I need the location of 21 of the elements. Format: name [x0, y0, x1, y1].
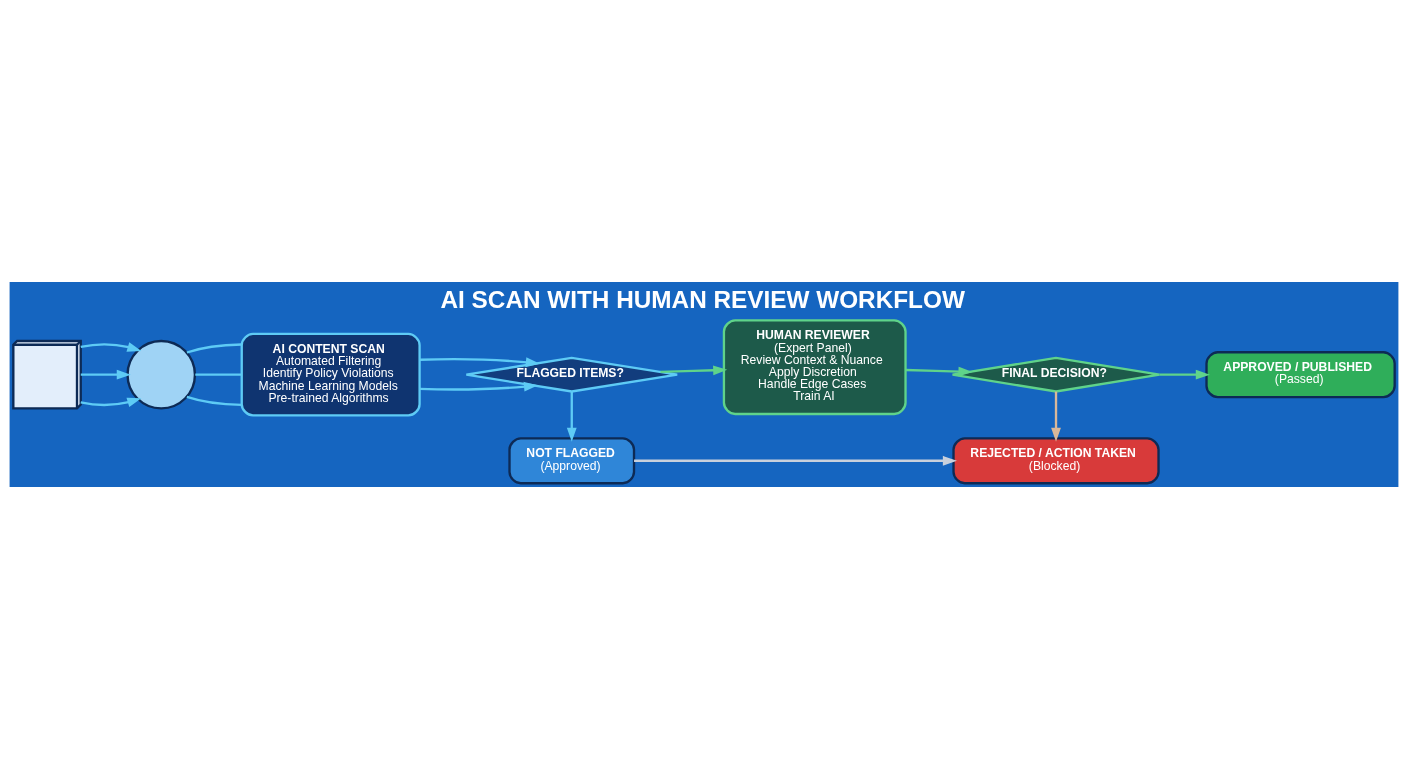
- arrow: [660, 364, 728, 375]
- connector: [195, 373, 242, 376]
- arrow: [419, 356, 540, 367]
- connector: [186, 342, 242, 354]
- arrow: [905, 366, 973, 377]
- node-box: REJECTED / ACTION TAKEN (Blocked): [952, 436, 1160, 484]
- arrow: [1159, 369, 1210, 380]
- arrow: [634, 455, 957, 466]
- arrow: [80, 369, 131, 380]
- node-diamond: FINAL DECISION?: [951, 356, 1161, 393]
- diagram-title: AI SCAN WITH HUMAN REVIEW WORKFLOW: [440, 285, 965, 313]
- node-box: NOT FLAGGED (Approved): [508, 436, 636, 484]
- node-box: APPROVED / PUBLISHED (Passed): [1205, 350, 1396, 398]
- node-box: HUMAN REVIEWER (Expert Panel) Review Context & Nuance Apply Discretion Handle Edge Cases Train AI: [722, 318, 907, 415]
- arrow: [80, 397, 142, 407]
- arrow: [1051, 391, 1061, 442]
- arrow: [80, 341, 142, 352]
- node-box: AI CONTENT SCAN Automated Filtering Identify Policy Violations Machine Learning Models Pre-trained Algorithms: [240, 332, 421, 417]
- connector: [186, 395, 242, 406]
- arrow: [419, 381, 538, 392]
- arrow: [566, 391, 577, 442]
